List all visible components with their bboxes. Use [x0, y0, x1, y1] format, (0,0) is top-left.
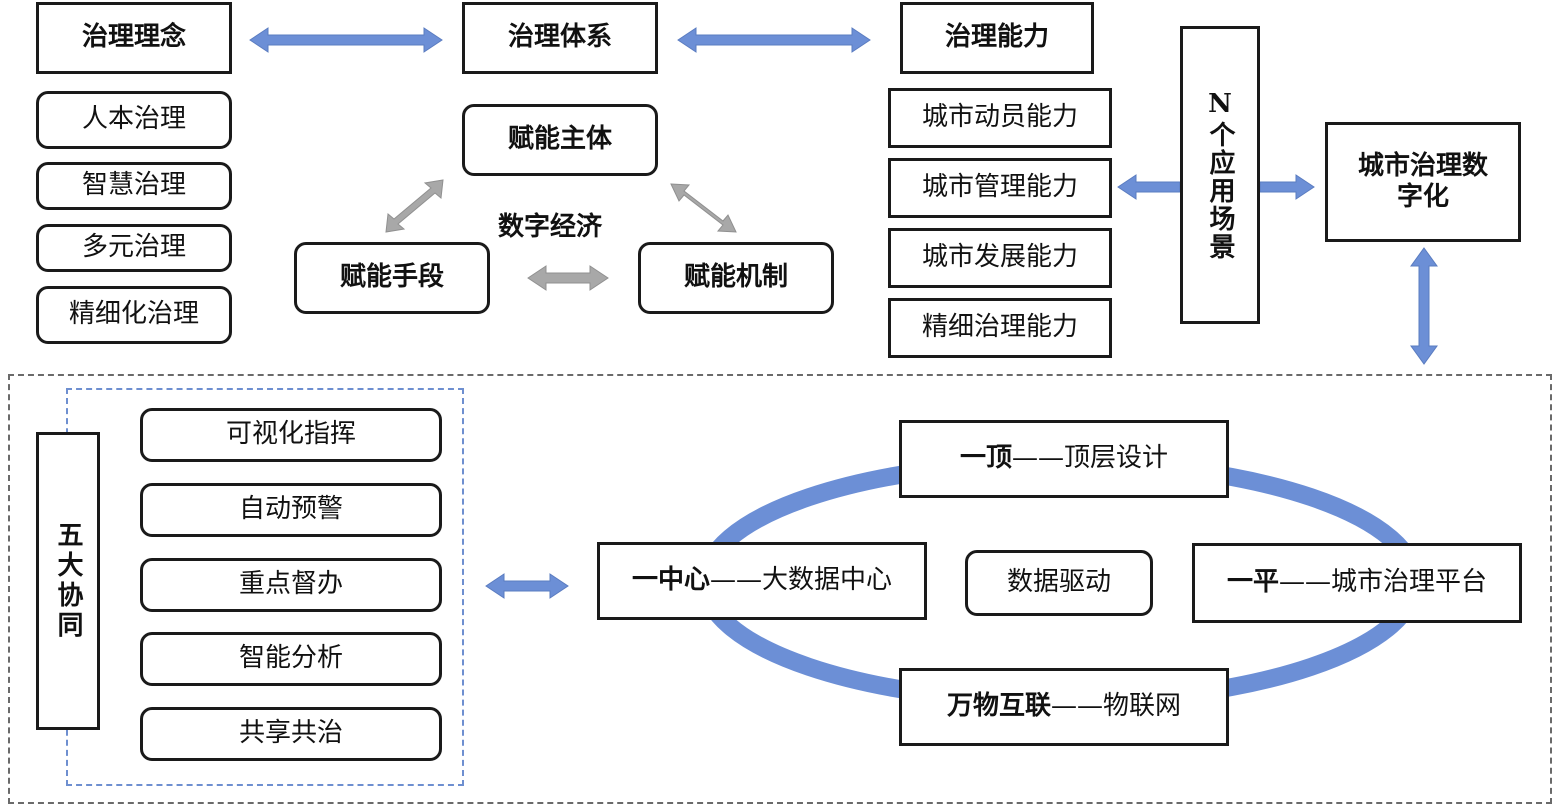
empower-mechanism-box: 赋能机制 [638, 242, 834, 314]
concept-item-label: 智慧治理 [81, 170, 186, 201]
digital-economy-label: 数字经济 [498, 212, 603, 242]
empower-subject-box: 赋能主体 [462, 104, 658, 176]
synergy-item-label: 智能分析 [238, 643, 343, 674]
synergy-item-2: 自动预警 [140, 483, 442, 537]
capability-item-label: 城市发展能力 [921, 242, 1078, 273]
application-scenes-label: N个应用场景 [1205, 89, 1235, 261]
five-synergy-title: 五大协同 [53, 521, 83, 641]
governance-system-box: 治理体系 [462, 2, 658, 74]
capability-item-1: 城市动员能力 [888, 88, 1112, 148]
ring-bottom-box: 万物互联——物联网 [899, 668, 1229, 746]
application-scenes-box: N个应用场景 [1180, 26, 1260, 324]
synergy-item-label: 可视化指挥 [225, 419, 356, 450]
ring-right-bold: 一平 [1226, 567, 1279, 598]
capability-item-label: 城市动员能力 [921, 102, 1078, 133]
ring-right-box: 一平——城市治理平台 [1192, 543, 1522, 623]
ring-center-label: 数据驱动 [1006, 567, 1111, 598]
governance-concept-label: 治理理念 [81, 22, 186, 53]
capability-item-2: 城市管理能力 [888, 158, 1112, 218]
capability-item-label: 城市管理能力 [921, 172, 1078, 203]
ring-right-rest: ——城市治理平台 [1279, 567, 1488, 598]
ring-top-rest: ——顶层设计 [1012, 443, 1169, 474]
ring-center-box: 数据驱动 [965, 550, 1153, 616]
synergy-item-label: 自动预警 [238, 494, 343, 525]
ring-left-rest: ——大数据中心 [710, 565, 893, 596]
synergy-item-5: 共享共治 [140, 707, 442, 761]
ring-top-bold: 一顶 [959, 443, 1012, 474]
capability-item-4: 精细治理能力 [888, 298, 1112, 358]
empower-mechanism-label: 赋能机制 [683, 262, 788, 293]
concept-item-4: 精细化治理 [36, 286, 232, 344]
concept-item-label: 多元治理 [81, 232, 186, 263]
capability-item-label: 精细治理能力 [921, 312, 1078, 343]
concept-item-1: 人本治理 [36, 91, 232, 149]
ring-left-box: 一中心——大数据中心 [597, 542, 927, 620]
arrow-concept-system [249, 27, 443, 53]
ring-top-box: 一顶——顶层设计 [899, 420, 1229, 498]
empower-means-box: 赋能手段 [294, 242, 490, 314]
empower-subject-label: 赋能主体 [507, 124, 612, 155]
arrow-capability-scenes [1117, 174, 1181, 200]
arrow-subject-mechanism [670, 183, 737, 233]
ring-bottom-bold: 万物互联 [946, 691, 1051, 722]
concept-item-2: 智慧治理 [36, 162, 232, 210]
arrow-means-mechanism [527, 265, 609, 291]
digital-governance-label: 城市治理数字化 [1357, 150, 1488, 212]
capability-item-3: 城市发展能力 [888, 228, 1112, 288]
ring-left-bold: 一中心 [631, 565, 710, 596]
bottom-section-frame [8, 374, 1552, 804]
arrow-scenes-digital [1259, 174, 1315, 200]
arrow-subject-means [385, 179, 444, 233]
empower-means-label: 赋能手段 [339, 262, 444, 293]
governance-system-label: 治理体系 [507, 22, 612, 53]
concept-item-label: 精细化治理 [68, 299, 199, 330]
synergy-item-3: 重点督办 [140, 558, 442, 612]
governance-capability-label: 治理能力 [944, 22, 1049, 53]
governance-capability-box: 治理能力 [900, 2, 1094, 74]
arrow-digital-bottom [1410, 247, 1438, 365]
synergy-item-4: 智能分析 [140, 632, 442, 686]
synergy-item-label: 共享共治 [238, 718, 343, 749]
arrow-system-capability [677, 27, 871, 53]
synergy-item-label: 重点督办 [238, 569, 343, 600]
concept-item-3: 多元治理 [36, 224, 232, 272]
digital-governance-box: 城市治理数字化 [1325, 122, 1521, 242]
five-synergy-title-box: 五大协同 [36, 432, 100, 730]
governance-concept-box: 治理理念 [36, 2, 232, 74]
concept-item-label: 人本治理 [81, 104, 186, 135]
ring-bottom-rest: ——物联网 [1051, 691, 1182, 722]
arrow-five-ring [485, 573, 569, 599]
synergy-item-1: 可视化指挥 [140, 408, 442, 462]
